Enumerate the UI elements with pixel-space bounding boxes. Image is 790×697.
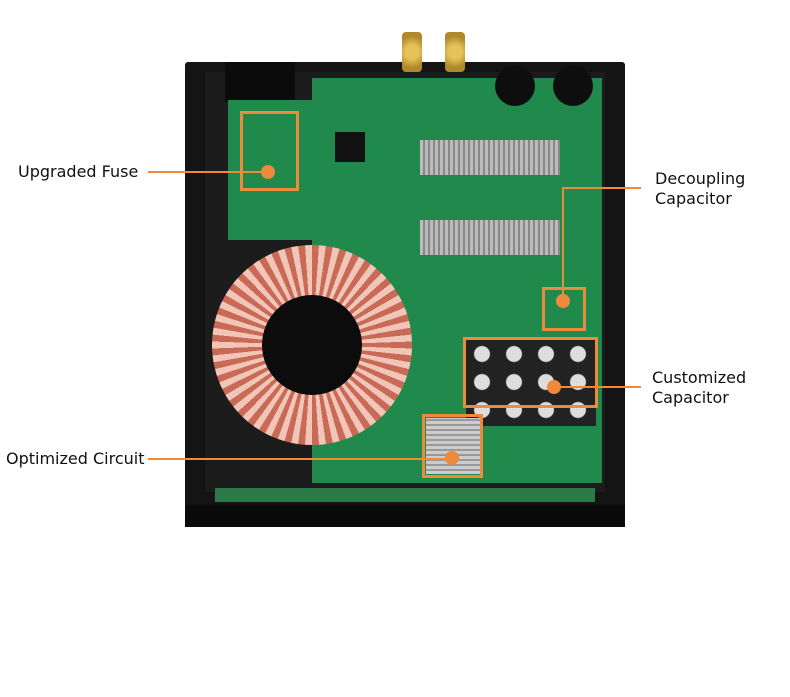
decoupling-marker-dot bbox=[556, 294, 570, 308]
customized-leader-line bbox=[555, 386, 641, 388]
transformer-core bbox=[262, 295, 362, 395]
fuse-marker-dot bbox=[261, 165, 275, 179]
heatsink-strip-2 bbox=[420, 220, 560, 255]
dac-chip bbox=[335, 132, 365, 162]
customized-marker-dot bbox=[547, 380, 561, 394]
circuit-label: Optimized Circuit bbox=[6, 449, 145, 468]
capacitor-bank bbox=[466, 340, 596, 426]
customized-label-line1: Customized bbox=[652, 368, 747, 387]
front-panel bbox=[185, 505, 625, 527]
decoupling-leader-horizontal bbox=[562, 187, 641, 189]
decoupling-label-line2: Capacitor bbox=[655, 189, 732, 208]
decoupling-leader-vertical bbox=[562, 188, 564, 300]
circuit-leader-line bbox=[148, 458, 452, 460]
heatsink-strip-1 bbox=[420, 140, 560, 175]
customized-highlight-box bbox=[463, 337, 598, 408]
fuse-label: Upgraded Fuse bbox=[18, 162, 139, 181]
fuse-leader-line bbox=[148, 171, 266, 173]
rca-jack-right bbox=[445, 32, 465, 72]
fuse-highlight-box bbox=[240, 111, 299, 191]
xlr-connector-left bbox=[495, 66, 535, 106]
power-inlet bbox=[225, 62, 295, 102]
rca-jack-left bbox=[402, 32, 422, 72]
front-panel-board bbox=[215, 488, 595, 502]
circuit-marker-dot bbox=[445, 451, 459, 465]
decoupling-label-line1: Decoupling bbox=[655, 169, 746, 188]
customized-label-line2: Capacitor bbox=[652, 388, 729, 407]
xlr-connector-right bbox=[553, 66, 593, 106]
decoupling-highlight-box bbox=[542, 287, 586, 331]
circuit-highlight-box bbox=[422, 414, 483, 478]
